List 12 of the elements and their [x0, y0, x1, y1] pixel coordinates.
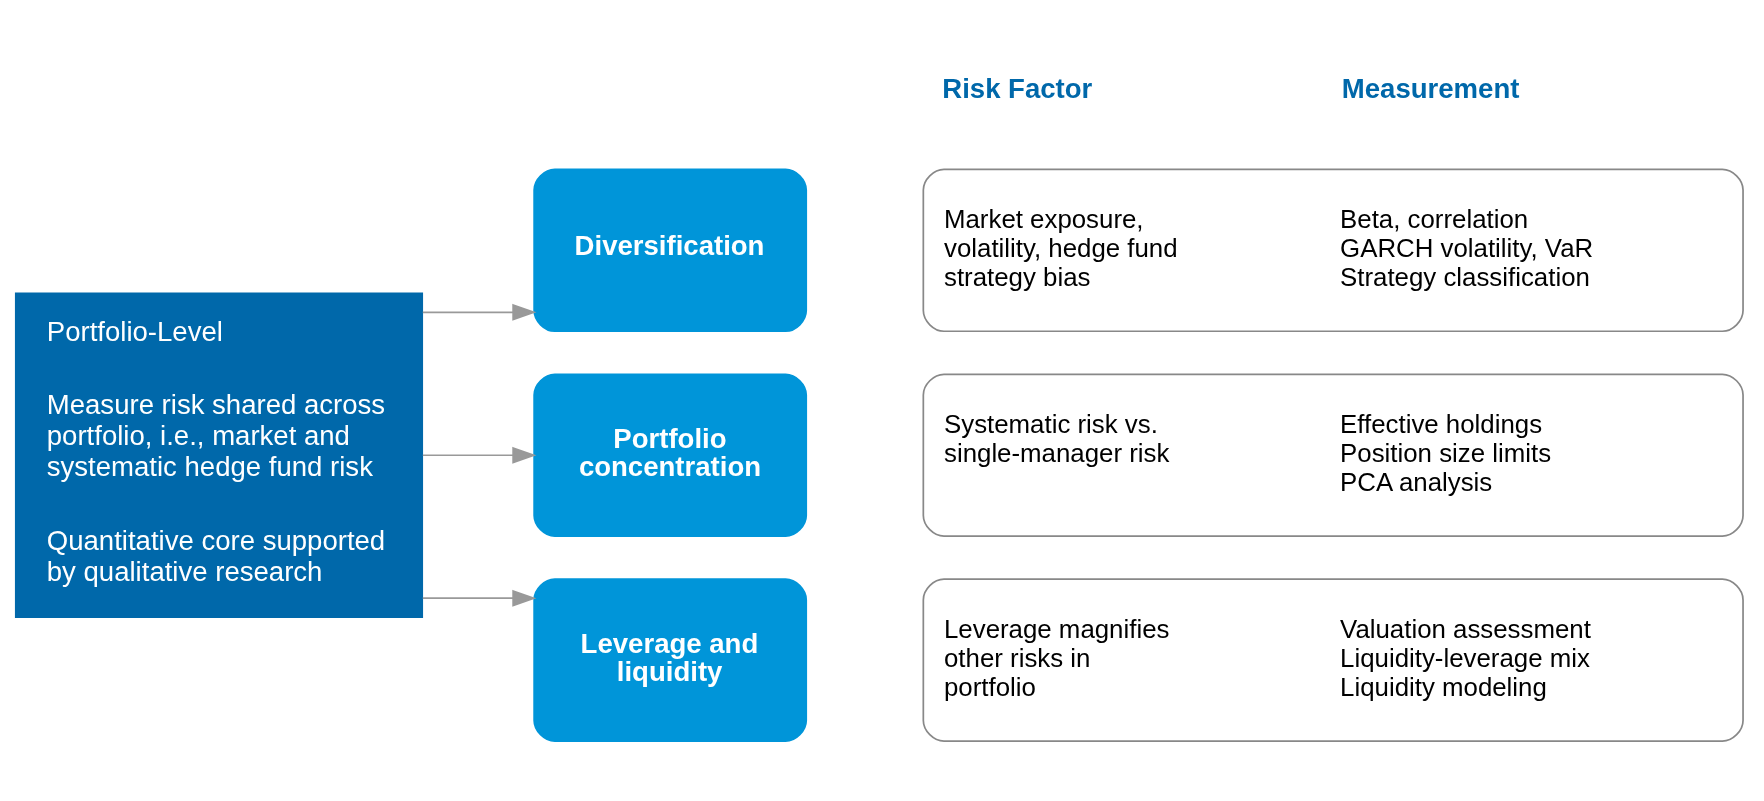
node-box: Leverage and liquidity — [533, 577, 808, 742]
arrow — [421, 446, 537, 464]
label: Measurement — [1341, 72, 1520, 104]
node-box: Portfolio concentration — [533, 372, 808, 537]
label: Risk Factor — [942, 72, 1093, 104]
node-box: Diversification — [533, 168, 808, 332]
arrow — [421, 589, 537, 607]
node-box: Market exposure, volatility, hedge fund strategy bias Beta, correlation GARCH volatility, VaR Strategy classification — [922, 168, 1744, 332]
node-box: Systematic risk vs. single-manager risk Effective holdings Position size limits PCA analysis — [922, 372, 1744, 537]
node-box: Leverage magnifies other risks in portfolio Valuation assessment Liquidity-leverage mix Liquidity modeling — [922, 577, 1744, 742]
node-box: Portfolio-Level Measure risk shared across portfolio, i.e., market and systematic hedge fund risk Quantitative core supported by qualitative research — [14, 292, 424, 618]
arrow — [421, 303, 537, 321]
